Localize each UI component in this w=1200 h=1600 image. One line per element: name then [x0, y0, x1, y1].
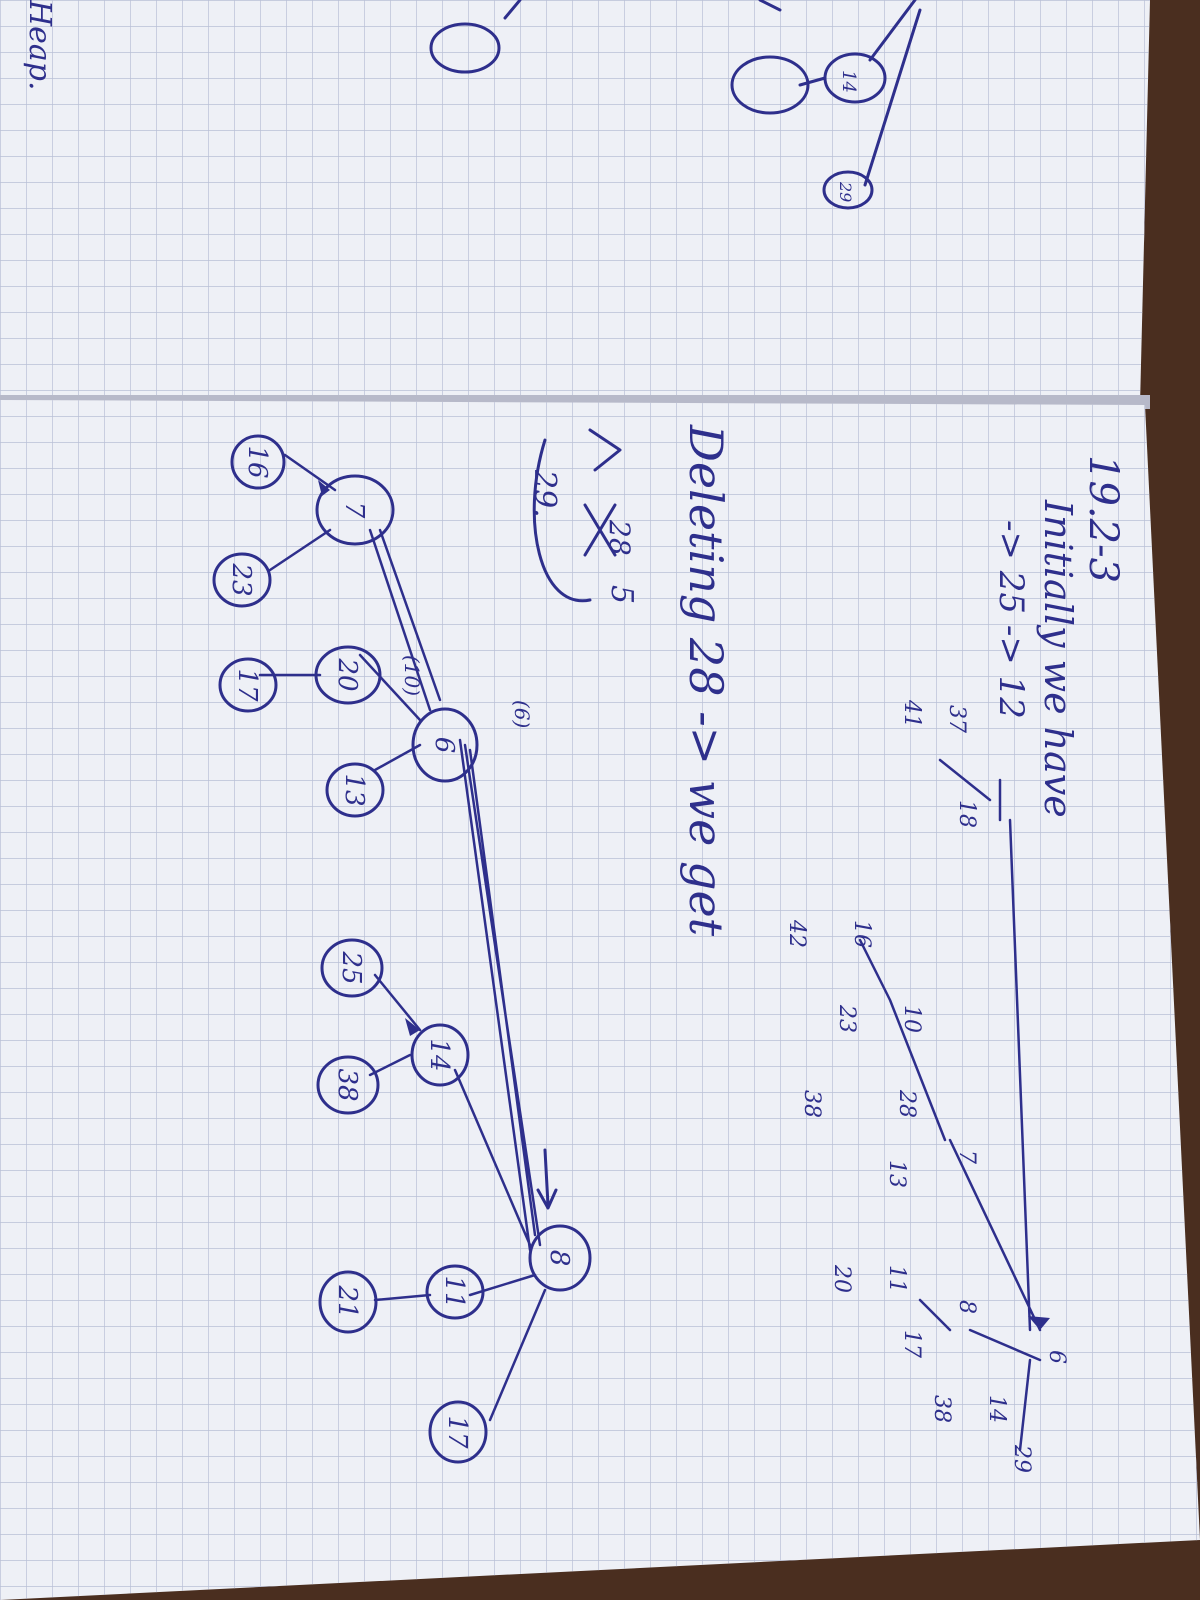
- tree-node-circle: [315, 474, 395, 546]
- right-page: 19.2-3 Initially we have -> 25 -> 12 Del…: [0, 400, 1200, 1600]
- tree-node: 6: [411, 707, 479, 783]
- tree-node: 23: [212, 552, 272, 608]
- tree-node-label: 6: [429, 737, 459, 754]
- tree-node: 13: [325, 762, 385, 818]
- left-page-heading: Heap.: [22, 0, 57, 91]
- tree-node-label: 17: [232, 668, 262, 702]
- tree-node-circle: [218, 657, 278, 713]
- svg-text:6: 6: [1044, 1350, 1069, 1364]
- tree-node-circle: [528, 1224, 592, 1292]
- svg-text:23: 23: [834, 1004, 859, 1033]
- svg-text:41: 41: [899, 699, 924, 728]
- svg-text:14: 14: [984, 1395, 1009, 1423]
- tree-node: 20: [314, 645, 382, 705]
- tree-node-circle: [212, 552, 272, 608]
- tree-node-circle: [320, 938, 384, 998]
- tree-node: 14: [410, 1023, 470, 1087]
- exercise-title: 19.2-3: [1080, 455, 1126, 583]
- tree-node: 7: [315, 474, 395, 546]
- svg-text:7: 7: [954, 1150, 979, 1164]
- deleting-line: Deleting 28 -> we get: [679, 424, 733, 937]
- tree-node-label: 14: [424, 1038, 454, 1071]
- tree-node: 38: [316, 1055, 380, 1115]
- tree-node-circle: [325, 762, 385, 818]
- tree-node-label: 16: [242, 445, 272, 478]
- svg-text:17: 17: [899, 1330, 924, 1358]
- tree-node-label: 13: [339, 773, 369, 806]
- tree-node-circle: [428, 1400, 488, 1464]
- tree-node: 16: [230, 434, 286, 490]
- tree-node-circle: [230, 434, 286, 490]
- tree-node-circle: [314, 645, 382, 705]
- tree-node-label: 8: [544, 1250, 574, 1267]
- tree-node-label: 21: [332, 1284, 362, 1318]
- svg-text:8: 8: [954, 1300, 979, 1314]
- side-note-5: 5: [604, 585, 639, 604]
- tree-node-label: 11: [439, 1275, 469, 1308]
- svg-text:20: 20: [829, 1264, 854, 1293]
- svg-text:11: 11: [884, 1265, 909, 1293]
- tree-node: 11: [425, 1264, 485, 1320]
- svg-text:13: 13: [884, 1160, 909, 1188]
- svg-text:18: 18: [954, 800, 979, 828]
- root-list-line: -> 25 -> 12: [991, 520, 1031, 719]
- svg-text:38: 38: [799, 1090, 824, 1118]
- left-page: Heap. 14 29: [0, 0, 1150, 405]
- tree-node-label: 38: [332, 1068, 362, 1101]
- tree-node: 17: [218, 657, 278, 713]
- tree-node: 8: [528, 1224, 592, 1292]
- svg-text:16: 16: [849, 920, 874, 948]
- svg-text:14: 14: [838, 70, 859, 93]
- tree-node-label: 23: [226, 562, 256, 596]
- paren-6: (6): [510, 700, 534, 728]
- tree-node: 21: [318, 1270, 378, 1334]
- paren-10: (10): [400, 655, 424, 696]
- tree-node-label: 25: [336, 950, 366, 984]
- svg-text:38: 38: [929, 1395, 954, 1423]
- svg-text:10: 10: [899, 1005, 924, 1033]
- tree-node-label: 20: [332, 657, 362, 691]
- svg-text:29: 29: [836, 181, 855, 202]
- tree-node-circle: [411, 707, 479, 783]
- side-note-29: 29.: [527, 469, 562, 518]
- svg-text:28: 28: [894, 1089, 919, 1118]
- tree-node-circle: [316, 1055, 380, 1115]
- tree-node-label: 17: [442, 1415, 472, 1449]
- intro-line: Initially we have: [1036, 499, 1080, 818]
- tree-node: 25: [320, 938, 384, 998]
- tree-node: 17: [428, 1400, 488, 1464]
- tree-node-circle: [318, 1270, 378, 1334]
- result-tree: 16 7 23 17 20 6 13 25 14 38 8 11 21 17: [212, 434, 592, 1464]
- tree-node-circle: [425, 1264, 485, 1320]
- tree-node-label: 7: [339, 502, 369, 519]
- svg-text:42: 42: [784, 919, 809, 948]
- svg-text:29: 29: [1009, 1444, 1034, 1473]
- result-tree-edges: [258, 453, 547, 1422]
- struck-note: 28: [603, 519, 636, 556]
- svg-text:37: 37: [944, 705, 969, 733]
- tree-node-circle: [410, 1023, 470, 1087]
